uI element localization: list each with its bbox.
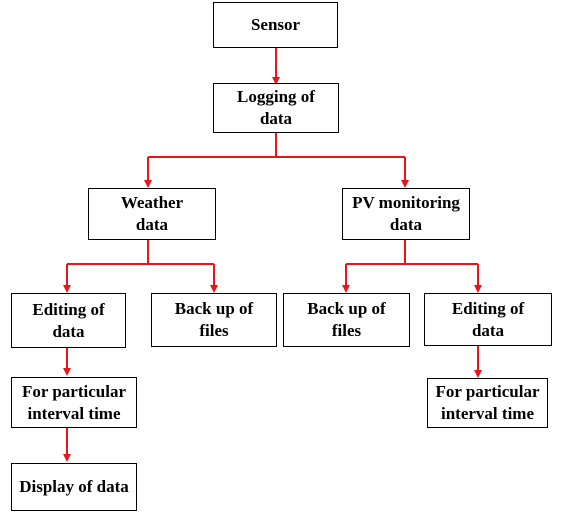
node-for-particular-interval-time-right: For particular interval time	[427, 378, 548, 428]
node-back-up-of-files-right: Back up of files	[283, 293, 410, 347]
node-for-particular-interval-time-left: For particular interval time	[11, 377, 137, 428]
node-back-up-of-files-left: Back up of files	[151, 293, 277, 347]
node-sensor: Sensor	[213, 2, 338, 48]
node-display-of-data: Display of data	[11, 463, 137, 511]
node-editing-of-data-left: Editing of data	[11, 293, 126, 348]
node-weather-data: Weather data	[88, 188, 216, 240]
node-editing-of-data-right: Editing of data	[424, 293, 552, 346]
node-pv-monitoring-data: PV monitoring data	[342, 188, 470, 240]
node-logging-of-data: Logging of data	[213, 83, 339, 133]
